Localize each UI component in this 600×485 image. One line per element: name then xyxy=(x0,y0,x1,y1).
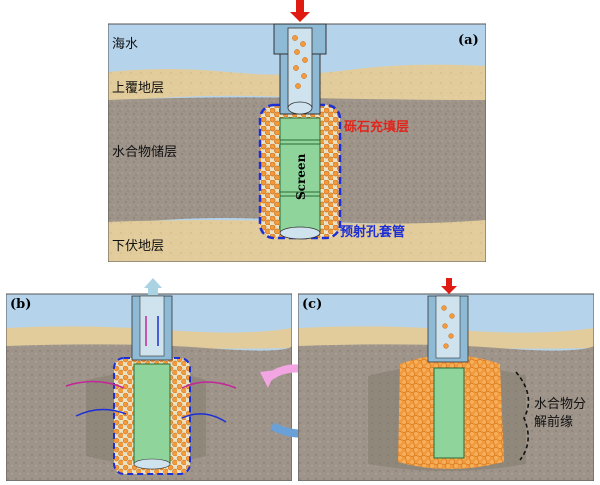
panel-c-diagram: (c) 水合物分 解前缘 xyxy=(297,278,595,482)
screen-label: Screen xyxy=(294,153,308,200)
perforated-casing-label: 预射孔套管 xyxy=(340,224,405,240)
flow-arrows xyxy=(65,316,237,423)
panel-a-tag: (a) xyxy=(458,33,479,48)
overburden-label: 上覆地层 xyxy=(112,81,164,96)
panel-c: (c) 水合物分 解前缘 xyxy=(297,276,595,482)
cycle-arrow-pink xyxy=(260,370,276,388)
sea-label: 海水 xyxy=(112,37,138,52)
underburden-label: 下伏地层 xyxy=(112,239,164,254)
panel-a-diagram: Screen (a) 海水 上覆地层 水合物储层 下伏地层 砾石充填层 预射孔套… xyxy=(107,0,487,263)
underburden-layer xyxy=(108,220,486,262)
injection-arrow xyxy=(290,0,310,22)
panel-b-diagram: (b) xyxy=(5,278,293,482)
dissociation-front-label-1: 水合物分 xyxy=(534,397,586,412)
panel-c-tag: (c) xyxy=(302,297,322,312)
screen xyxy=(279,117,321,234)
production-arrow xyxy=(144,278,162,296)
dissociation-front-line xyxy=(515,371,530,461)
pipe-gravel-flow xyxy=(292,35,308,89)
panel-b: (b) xyxy=(5,276,293,482)
gravel-pack-label: 砾石充填层 xyxy=(344,119,409,135)
panel-a: Screen (a) 海水 上覆地层 水合物储层 下伏地层 砾石充填层 预射孔套… xyxy=(107,0,487,263)
panel-b-tag: (b) xyxy=(10,297,31,312)
dissociation-front-label-2: 解前缘 xyxy=(534,414,573,430)
reservoir-label: 水合物储层 xyxy=(112,145,177,160)
injection-arrow-c xyxy=(441,278,457,294)
